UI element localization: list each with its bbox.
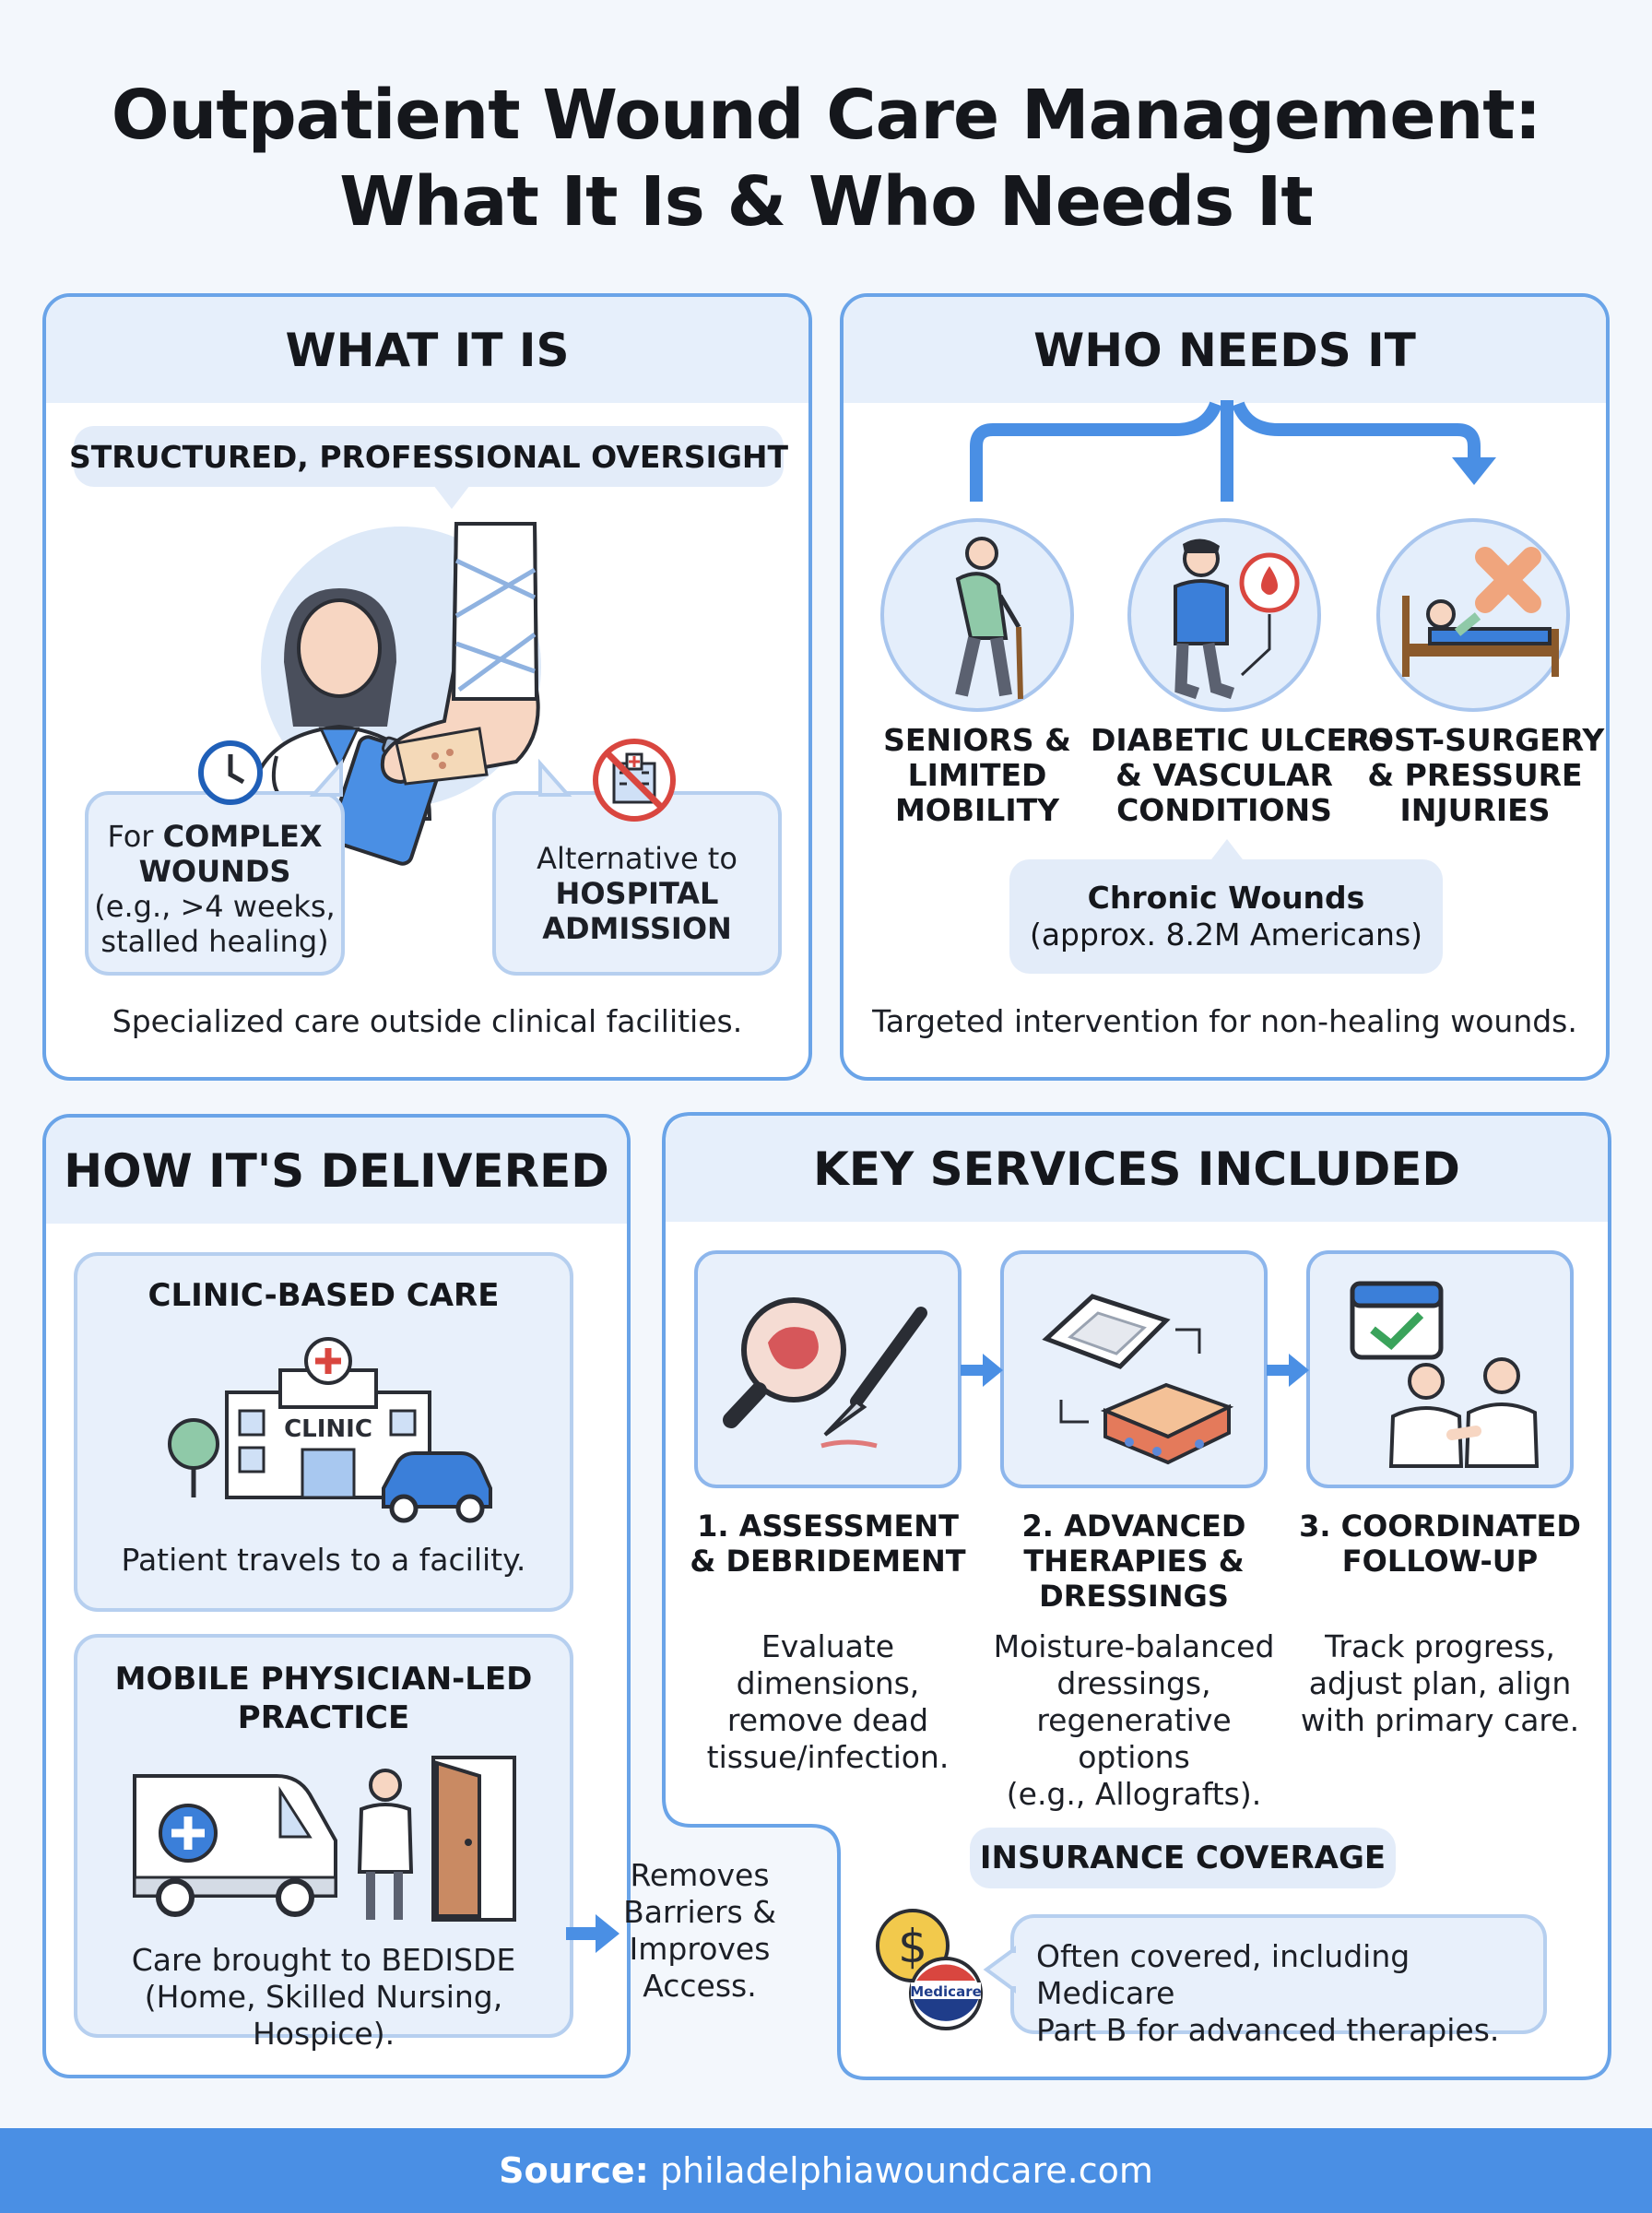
alt-bold-1: HOSPITAL	[555, 876, 719, 911]
dressing-layers-icon	[1042, 1294, 1234, 1465]
chronic-wounds-callout: Chronic Wounds (approx. 8.2M Americans)	[1009, 859, 1443, 974]
coin-medicare-icon: $ Medicare	[876, 1909, 983, 2030]
mobile-practice-card: MOBILE PHYSICIAN-LED PRACTICE Care broug…	[74, 1634, 573, 2052]
alt-bold-2: ADMISSION	[542, 911, 732, 946]
complex-wounds-card: For COMPLEX WOUNDS (e.g., >4 weeks, stal…	[85, 791, 345, 976]
complex-bold-2: WOUNDS	[138, 854, 291, 889]
diabetic-circle	[1127, 518, 1321, 712]
who-needs-it-panel: WHO NEEDS IT	[840, 293, 1610, 1081]
mobile-practice-title: MOBILE PHYSICIAN-LED PRACTICE	[114, 1661, 533, 1736]
alt-pre: Alternative to	[537, 841, 738, 876]
no-hospital-icon	[593, 739, 676, 822]
key-services-heading: KEY SERVICES INCLUDED	[813, 1142, 1460, 1196]
insurance-card-pointer	[983, 1946, 1020, 1994]
who-needs-it-heading: WHO NEEDS IT	[844, 297, 1606, 403]
complex-card-pointer	[309, 758, 343, 797]
title-line-1: Outpatient Wound Care Management:	[111, 76, 1542, 155]
assessment-service-box	[694, 1250, 962, 1488]
advanced-therapies-desc: Moisture-balanced dressings, regenerativ…	[993, 1628, 1275, 1812]
follow-up-desc: Track progress, adjust plan, align with …	[1300, 1628, 1580, 1738]
service-arrow-1-icon	[961, 1354, 1003, 1387]
assessment-desc: Evaluate dimensions, remove dead tissue/…	[706, 1628, 950, 1775]
seniors-label: SENIORS & LIMITED MOBILITY	[883, 722, 1071, 828]
assessment-title: 1. ASSESSMENT & DEBRIDEMENT	[690, 1509, 966, 1579]
what-it-is-heading: WHAT IT IS	[46, 297, 808, 403]
magnifier-scalpel-icon	[723, 1297, 927, 1449]
what-it-is-footer: Specialized care outside clinical facili…	[112, 1003, 743, 1039]
insurance-heading: INSURANCE COVERAGE	[970, 1828, 1396, 1888]
source-link[interactable]: philadelphiawoundcare.com	[659, 2150, 1153, 2191]
medicare-badge-text: Medicare	[910, 1983, 982, 2000]
clinic-building-car-icon: CLINIC	[168, 1337, 492, 1523]
source-label: Source:	[499, 2150, 649, 2191]
how-delivered-panel: HOW IT'S DELIVERED CLINIC-BASED CARE CLI…	[42, 1114, 631, 2078]
senior-with-cane-icon	[955, 537, 1023, 700]
outcome-arrow-icon	[566, 1914, 620, 1953]
diabetic-patient-blood-drop-icon	[1174, 538, 1300, 700]
follow-up-service-box	[1306, 1250, 1574, 1488]
chronic-wounds-detail: (approx. 8.2M Americans)	[1029, 917, 1423, 953]
doctor-bandaged-foot-icon	[246, 522, 541, 866]
insurance-card: Often covered, including Medicare Part B…	[1010, 1914, 1547, 2048]
clock-icon	[198, 740, 263, 805]
complex-bold-1: COMPLEX	[162, 819, 323, 854]
post-surgery-label: POST-SURGERY & PRESSURE INJURIES	[1345, 722, 1605, 828]
clinic-based-card: CLINIC-BASED CARE CLINIC Patient travels…	[74, 1252, 573, 1612]
chronic-pointer	[1209, 839, 1245, 863]
patient-in-bed-bandage-icon	[1402, 547, 1559, 677]
how-delivered-heading: HOW IT'S DELIVERED	[46, 1118, 627, 1224]
what-it-is-panel: WHAT IT IS STRUCTURED, PROFESSIONAL OVER…	[42, 293, 812, 1081]
outcome-text: Removes Barriers & Improves Access.	[623, 1857, 776, 2004]
seniors-circle	[880, 518, 1074, 712]
calendar-handshake-icon	[1350, 1281, 1540, 1468]
oversight-banner-pointer	[433, 485, 470, 509]
insurance-heading-text: INSURANCE COVERAGE	[979, 1840, 1386, 1876]
source-bar: Source: philadelphiawoundcare.com	[0, 2128, 1652, 2213]
group-connector-lines	[970, 400, 1496, 502]
clinic-based-desc: Patient travels to a facility.	[121, 1542, 526, 1578]
diabetic-label: DIABETIC ULCERS & VASCULAR CONDITIONS	[1091, 722, 1393, 828]
clinic-sign: CLINIC	[284, 1415, 372, 1443]
advanced-therapies-service-box	[1000, 1250, 1268, 1488]
complex-detail-1: (e.g., >4 weeks,	[94, 889, 336, 924]
page-title: Outpatient Wound Care Management: What I…	[0, 72, 1652, 245]
clinic-based-title: CLINIC-BASED CARE	[148, 1277, 500, 1314]
alt-card-pointer	[538, 758, 572, 797]
oversight-banner: STRUCTURED, PROFESSIONAL OVERSIGHT	[69, 426, 788, 487]
follow-up-title: 3. COORDINATED FOLLOW-UP	[1299, 1509, 1581, 1579]
title-line-2: What It Is & Who Needs It	[339, 162, 1314, 242]
post-surgery-circle	[1376, 518, 1570, 712]
who-needs-it-footer: Targeted intervention for non-healing wo…	[872, 1003, 1577, 1039]
hospital-alternative-card: Alternative to HOSPITAL ADMISSION	[492, 791, 782, 976]
oversight-banner-text: STRUCTURED, PROFESSIONAL OVERSIGHT	[68, 438, 789, 475]
insurance-text: Often covered, including Medicare Part B…	[1036, 1938, 1500, 2048]
mobile-practice-desc: Care brought to BEDISDE (Home, Skilled N…	[131, 1942, 516, 2052]
complex-wounds-text: For COMPLEX WOUNDS (e.g., >4 weeks, stal…	[88, 819, 341, 959]
service-arrow-2-icon	[1267, 1354, 1309, 1387]
advanced-therapies-title: 2. ADVANCED THERAPIES & DRESSINGS	[1021, 1509, 1246, 1614]
hospital-alternative-text: Alternative to HOSPITAL ADMISSION	[496, 841, 778, 946]
complex-pre: For	[107, 819, 154, 854]
ambulance-physician-door-icon	[133, 1756, 516, 1922]
complex-detail-2: stalled healing)	[100, 924, 329, 959]
svg-text:$: $	[898, 1920, 927, 1973]
chronic-wounds-title: Chronic Wounds	[1087, 880, 1365, 916]
